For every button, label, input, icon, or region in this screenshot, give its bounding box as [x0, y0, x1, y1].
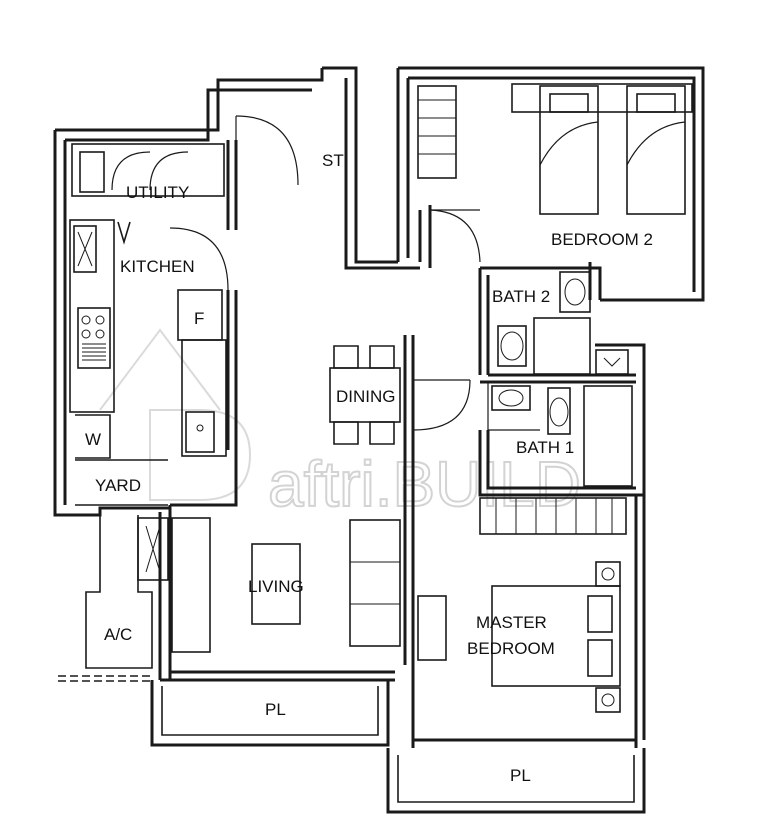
label-yard: YARD — [95, 476, 141, 495]
dining-set — [329, 345, 401, 445]
master-bed — [491, 585, 621, 687]
kitchen-fixtures — [69, 219, 227, 457]
label-dining: DINING — [336, 387, 396, 406]
bath1-fixtures — [491, 385, 633, 487]
watermark-text: aftri.BUILD — [268, 448, 581, 520]
label-st: ST — [322, 151, 344, 170]
label-bath-1: BATH 1 — [516, 438, 574, 457]
stove — [77, 307, 111, 369]
master-wardrobe — [479, 497, 627, 535]
bedroom2-fixtures — [417, 83, 693, 215]
label-washer: W — [85, 430, 101, 449]
master-furniture — [417, 497, 627, 713]
bed-right — [626, 85, 686, 215]
label-fridge: F — [194, 309, 204, 328]
bed-left — [539, 85, 599, 215]
label-bath-2: BATH 2 — [492, 287, 550, 306]
walls — [53, 66, 705, 814]
toilet-bath2 — [497, 325, 527, 367]
living-furniture — [137, 517, 401, 653]
label-pl-right: PL — [510, 766, 531, 785]
toilet-bath1 — [547, 387, 571, 435]
label-kitchen: KITCHEN — [120, 257, 195, 276]
room-labels: UTILITY ST BEDROOM 2 KITCHEN F BATH 2 DI… — [85, 151, 653, 785]
kitchen-sink — [185, 411, 215, 453]
utility-fixtures — [71, 143, 225, 197]
label-utility: UTILITY — [126, 183, 189, 202]
wardrobe — [417, 85, 457, 179]
label-living: LIVING — [248, 577, 304, 596]
sofa — [349, 519, 401, 647]
label-master-line1: MASTER — [476, 613, 547, 632]
label-pl-left: PL — [265, 700, 286, 719]
watermark: aftri.BUILD — [99, 328, 582, 521]
doors — [169, 115, 540, 431]
label-master-line2: BEDROOM — [467, 639, 555, 658]
label-bedroom-2: BEDROOM 2 — [551, 230, 653, 249]
bath2-fixtures — [497, 271, 629, 375]
label-ac: A/C — [104, 625, 132, 644]
